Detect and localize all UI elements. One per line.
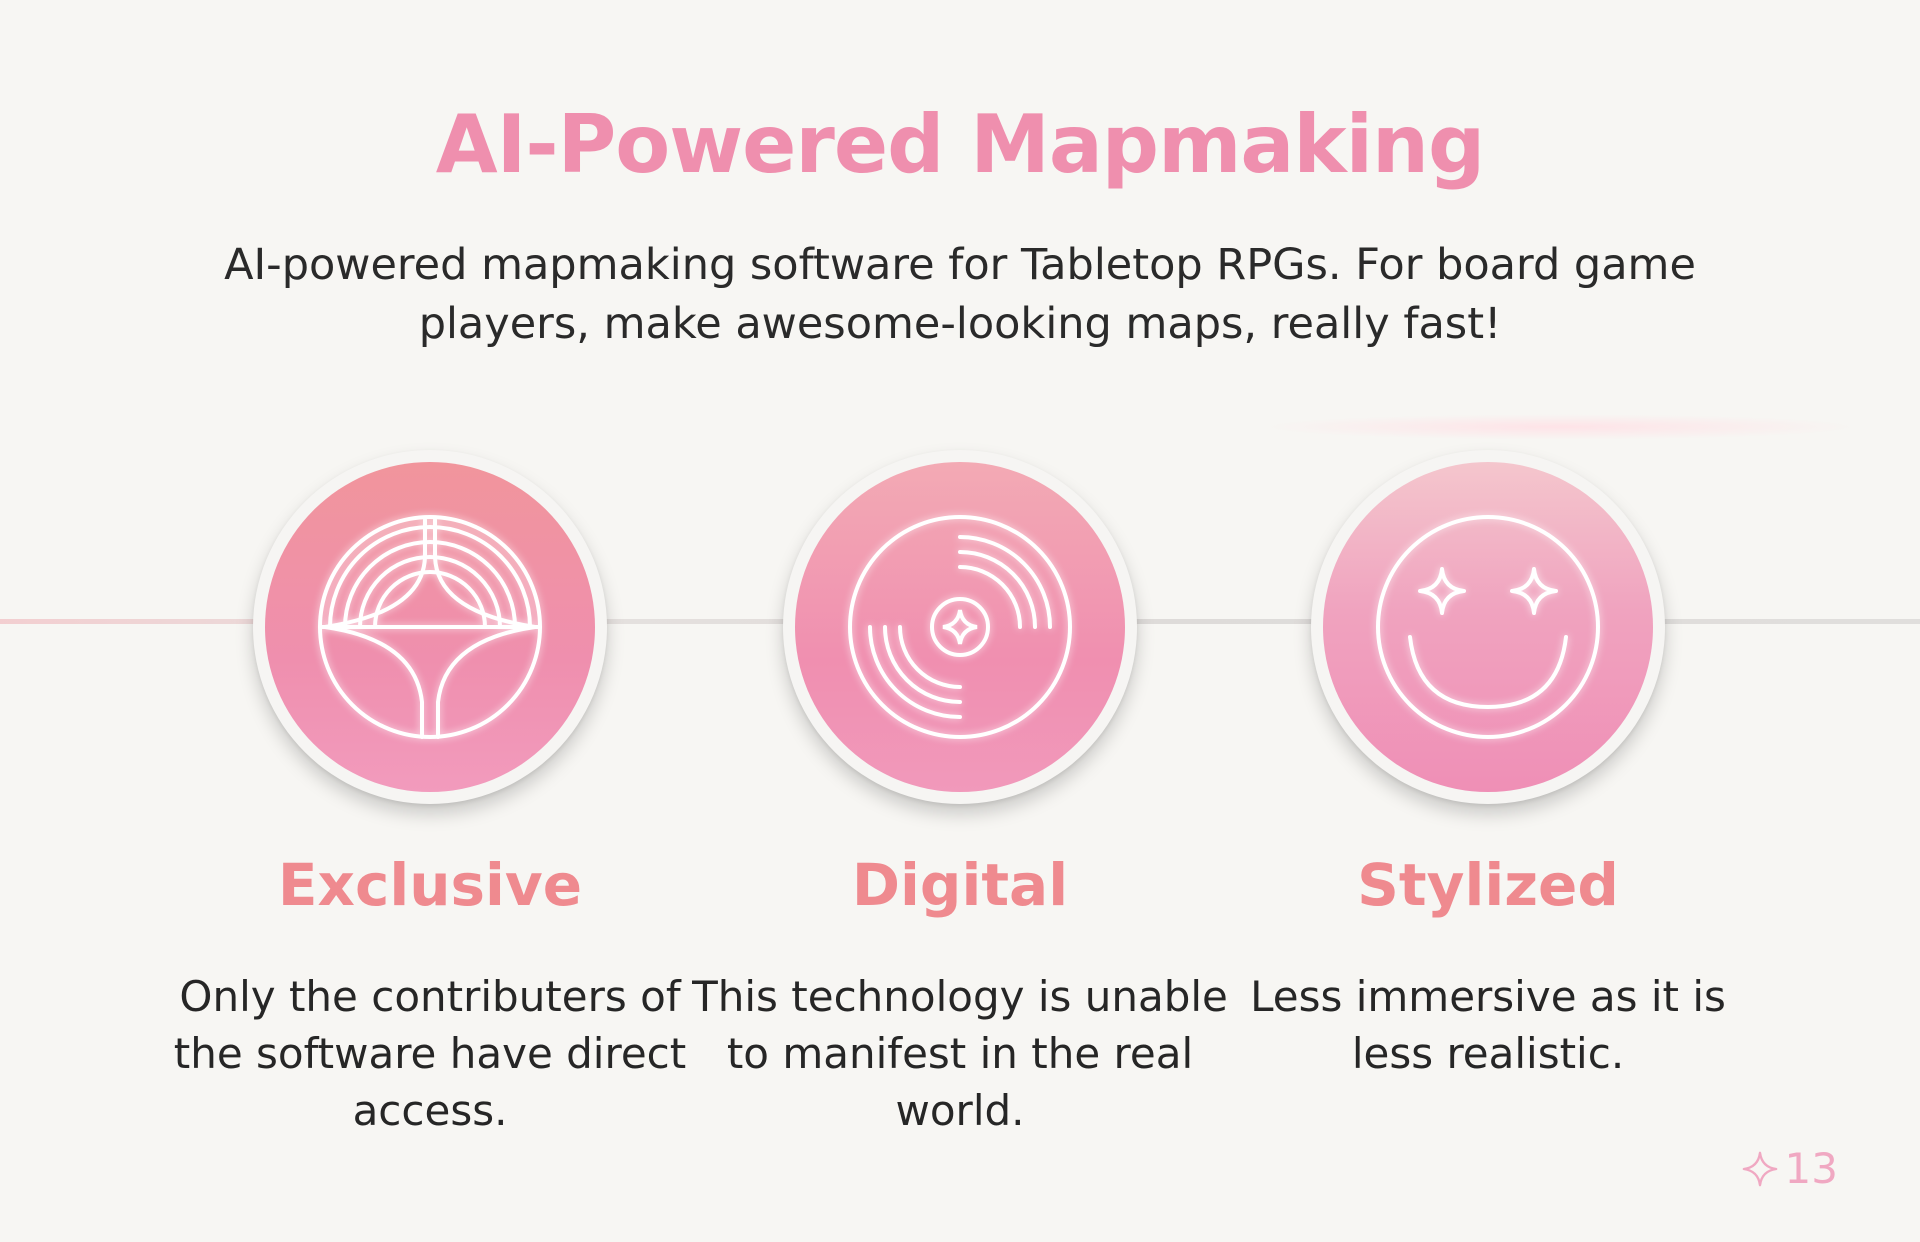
feature-icon-badge [783, 450, 1137, 804]
feature-description: Only the contributers of the software ha… [173, 972, 687, 1135]
feature-title: Exclusive [277, 851, 583, 919]
page-subtitle: AI-powered mapmaking software for Tablet… [224, 240, 1696, 349]
decorative-glow [1260, 414, 1860, 440]
page-number: 13 [1741, 1144, 1838, 1193]
feature-description: Less immersive as it is less realistic. [1250, 972, 1726, 1078]
feature-card-stylized: Stylized Less immersive as it is less re… [1208, 450, 1768, 1082]
feature-icon-badge [1311, 450, 1665, 804]
star-eyes-smiley-icon [1376, 515, 1600, 739]
vinyl-record-icon [848, 515, 1072, 739]
arch-star-icon [318, 515, 542, 739]
page-number-label: 13 [1784, 1144, 1838, 1193]
feature-title: Stylized [1357, 851, 1619, 919]
page-title: AI-Powered Mapmaking [435, 98, 1486, 191]
sparkle-icon [1742, 1151, 1777, 1186]
feature-description: This technology is unable to manifest in… [692, 972, 1228, 1135]
feature-title: Digital [851, 851, 1069, 919]
feature-icon-badge [253, 450, 607, 804]
feature-card-exclusive: Exclusive Only the contributers of the s… [150, 450, 710, 1139]
feature-card-digital: Digital This technology is unable to man… [680, 450, 1240, 1139]
